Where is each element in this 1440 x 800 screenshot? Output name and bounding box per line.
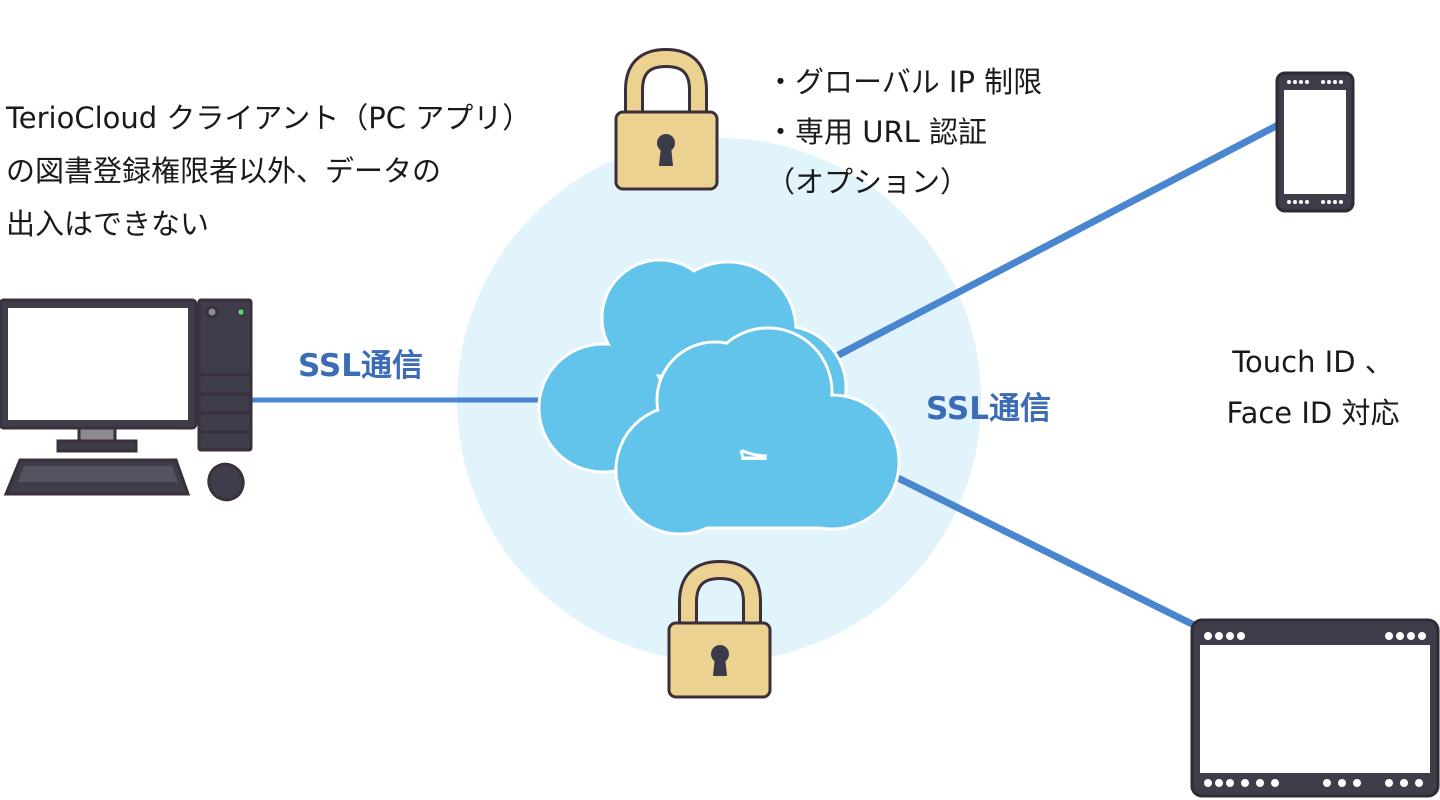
pc-note-line: 出入はできない xyxy=(6,207,210,241)
ssl-label-mobile: SSL通信 xyxy=(926,391,1052,427)
connection-line-phone xyxy=(823,121,1280,366)
smartphone-icon xyxy=(1275,71,1355,213)
pc-note-line: TerioCloud クライアント（PC アプリ） xyxy=(6,101,532,135)
security-item-option-note: （オプション） xyxy=(766,165,970,199)
pc-client-note: TerioCloud クライアント（PC アプリ） の図書登録権限者以外、データ… xyxy=(6,92,531,251)
tablet-icon xyxy=(1190,618,1440,798)
padlock-icon xyxy=(667,559,772,699)
security-item-url-auth: ・専用 URL 認証 xyxy=(766,115,987,149)
cloud-icon xyxy=(614,326,901,536)
security-item-ip-restriction: ・グローバル IP 制限 xyxy=(766,65,1043,99)
connection-line-tablet xyxy=(896,474,1202,632)
ssl-label-pc: SSL通信 xyxy=(298,348,424,384)
desktop-computer-icon xyxy=(0,298,253,502)
pc-note-line: の図書登録権限者以外、データの xyxy=(6,154,442,188)
security-feature-list: ・グローバル IP 制限 ・専用 URL 認証 （オプション） xyxy=(766,57,1042,207)
mobile-note-line: Face ID 対応 xyxy=(1226,396,1400,430)
mobile-auth-note: Touch ID 、 Face ID 対応 xyxy=(1212,337,1414,439)
mobile-note-line: Touch ID 、 xyxy=(1232,345,1394,379)
padlock-icon xyxy=(614,47,719,191)
